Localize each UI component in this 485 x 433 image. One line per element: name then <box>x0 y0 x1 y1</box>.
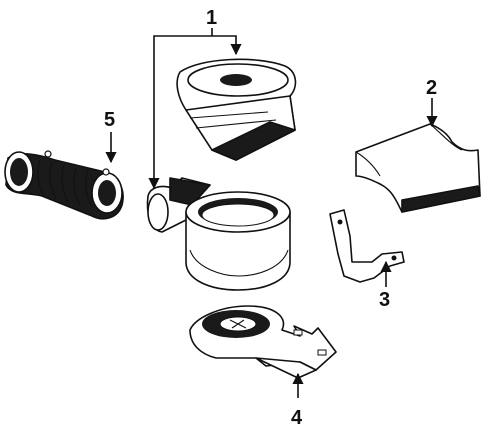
callout-1: 1 <box>206 7 217 29</box>
heat-shield-icon <box>355 123 481 213</box>
callout-3: 3 <box>379 289 390 311</box>
leader-lines <box>105 28 438 398</box>
air-cleaner-housing-icon <box>146 177 291 291</box>
callout-2: 2 <box>426 77 437 99</box>
air-cleaner-lid-icon <box>176 58 297 161</box>
air-cleaner-base-bracket-icon <box>189 305 337 379</box>
mounting-bracket-icon <box>329 209 405 283</box>
callout-4: 4 <box>291 407 303 429</box>
intake-duct-hose-icon <box>4 150 124 220</box>
callout-5: 5 <box>104 109 115 131</box>
